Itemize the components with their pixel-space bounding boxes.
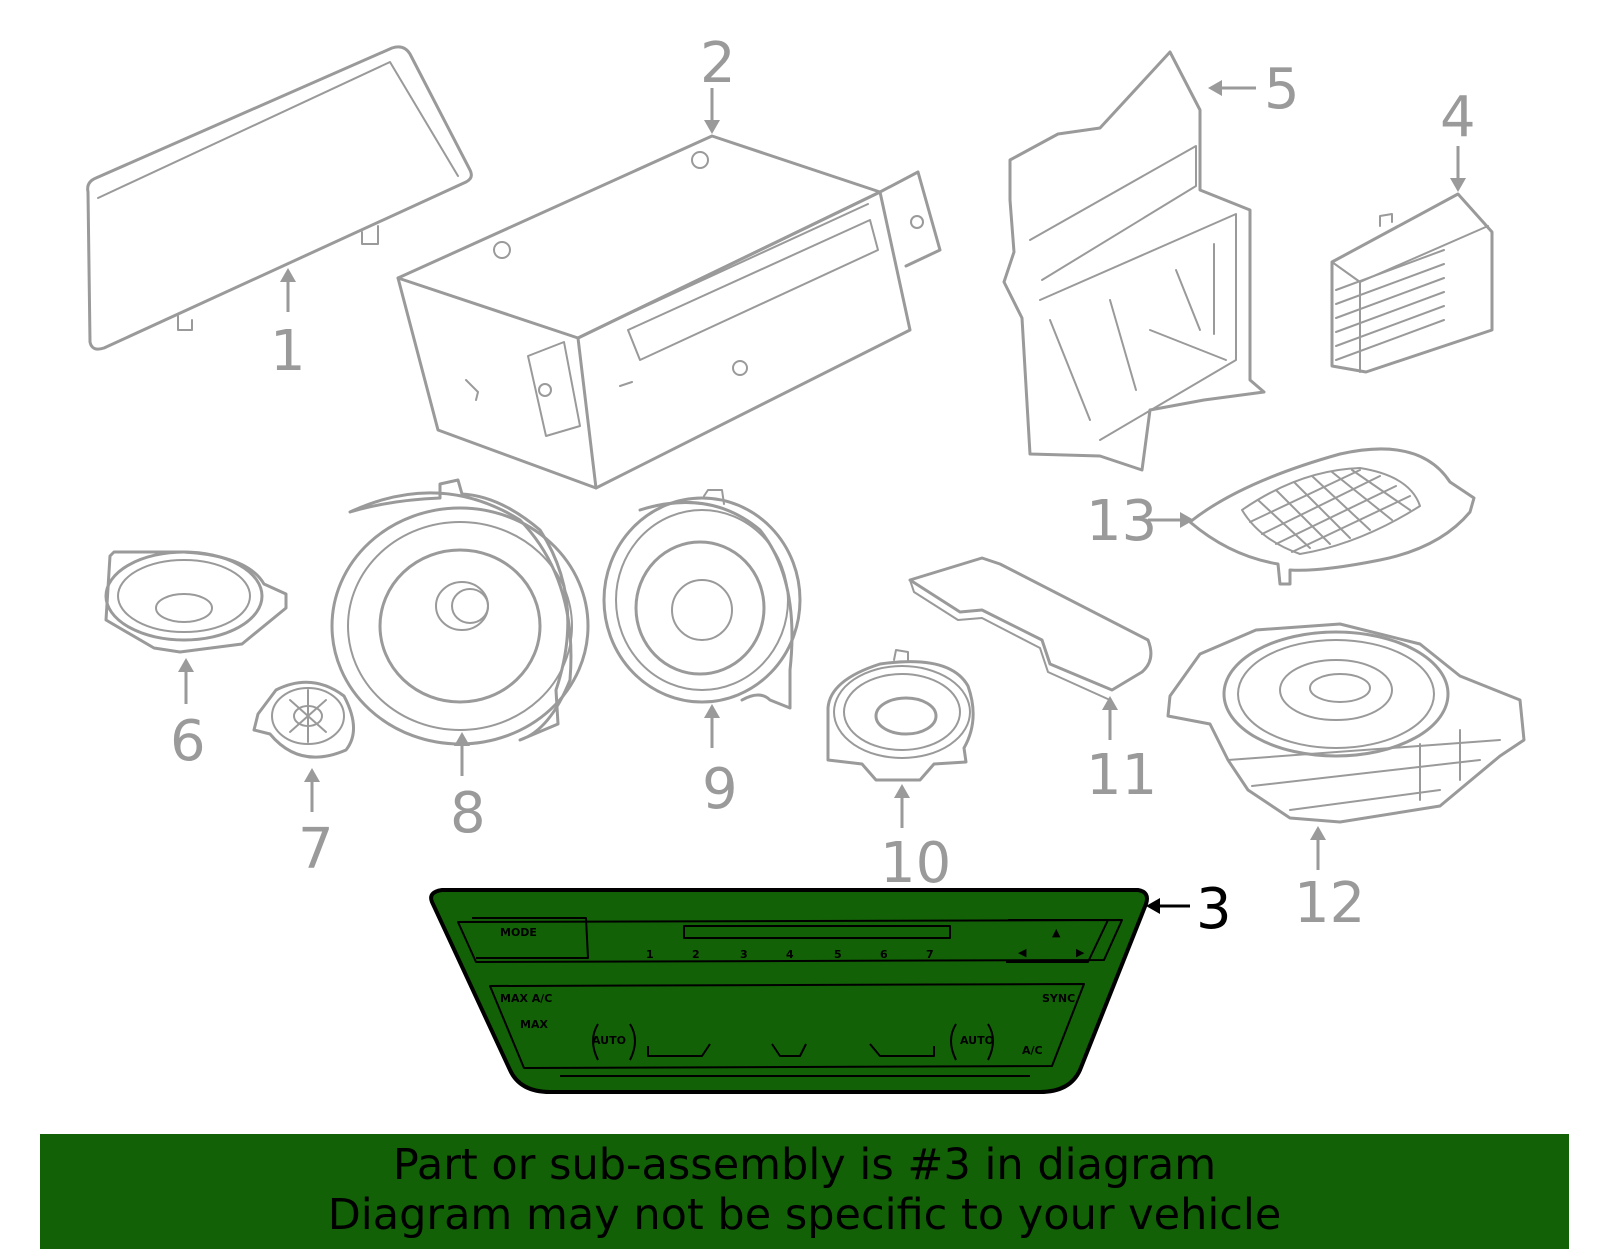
preset-2: 2: [692, 948, 700, 961]
callout-9: 9: [702, 704, 738, 822]
svg-text:10: 10: [880, 831, 951, 896]
banner-line-1: Part or sub-assembly is #3 in diagram: [392, 1140, 1217, 1190]
preset-3: 3: [740, 948, 748, 961]
max-ac-label: MAX A/C: [500, 992, 552, 1005]
preset-1: 1: [646, 948, 654, 961]
part-11-trim[interactable]: [908, 556, 1153, 701]
svg-text:2: 2: [700, 31, 736, 96]
svg-text:12: 12: [1294, 871, 1365, 936]
part-12-subwoofer[interactable]: [1166, 622, 1526, 824]
svg-text:3: 3: [1196, 877, 1232, 942]
callout-4: 4: [1440, 85, 1476, 192]
part-3-control-panel[interactable]: MODE 1 2 3 4 5 6 7 MAX A/C MAX AUTO AUTO…: [429, 888, 1149, 1094]
callout-11: 11: [1086, 696, 1157, 808]
nav-right-icon: ▶: [1076, 946, 1085, 959]
svg-text:4: 4: [1440, 85, 1476, 150]
preset-7: 7: [926, 948, 934, 961]
preset-4: 4: [786, 948, 794, 961]
svg-text:9: 9: [702, 757, 738, 822]
part-7-tweeter[interactable]: [252, 680, 355, 759]
part-10-speaker[interactable]: [826, 649, 975, 782]
svg-text:13: 13: [1086, 489, 1157, 554]
callout-2: 2: [700, 31, 736, 134]
svg-text:11: 11: [1086, 743, 1157, 808]
auto-right-label: AUTO: [960, 1034, 994, 1047]
svg-text:8: 8: [450, 781, 486, 846]
svg-text:1: 1: [270, 319, 306, 384]
sync-label: SYNC: [1042, 992, 1075, 1005]
nav-left-icon: ◀: [1018, 946, 1027, 959]
part-5-bracket[interactable]: [1002, 50, 1266, 472]
ac-label: A/C: [1022, 1044, 1043, 1057]
info-banner: Part or sub-assembly is #3 in diagram Di…: [40, 1134, 1569, 1249]
part-6-speaker[interactable]: [104, 550, 288, 654]
part-9-speaker[interactable]: [602, 489, 802, 710]
preset-6: 6: [880, 948, 888, 961]
callout-8: 8: [450, 732, 486, 846]
svg-text:6: 6: [170, 709, 206, 774]
callout-1: 1: [270, 268, 306, 384]
callout-13: 13: [1086, 489, 1194, 554]
preset-5: 5: [834, 948, 842, 961]
callout-12: 12: [1294, 826, 1365, 936]
part-1-display[interactable]: [86, 45, 473, 351]
auto-left-label: AUTO: [592, 1034, 626, 1047]
nav-up-icon: ▲: [1052, 926, 1061, 939]
svg-text:5: 5: [1264, 57, 1300, 122]
svg-text:7: 7: [298, 817, 334, 882]
callout-6: 6: [170, 658, 206, 774]
callout-3: 3: [1146, 877, 1232, 942]
part-13-grille[interactable]: [1188, 447, 1476, 586]
mode-button-label: MODE: [500, 926, 537, 939]
banner-line-2: Diagram may not be specific to your vehi…: [327, 1190, 1282, 1240]
part-8-speaker[interactable]: [330, 478, 590, 746]
part-2-head-unit[interactable]: [396, 134, 942, 490]
callout-5: 5: [1208, 57, 1300, 122]
callout-7: 7: [298, 768, 334, 882]
max-defrost-label: MAX: [520, 1018, 548, 1031]
part-4-amplifier[interactable]: [1330, 192, 1494, 374]
callout-10: 10: [880, 784, 951, 896]
